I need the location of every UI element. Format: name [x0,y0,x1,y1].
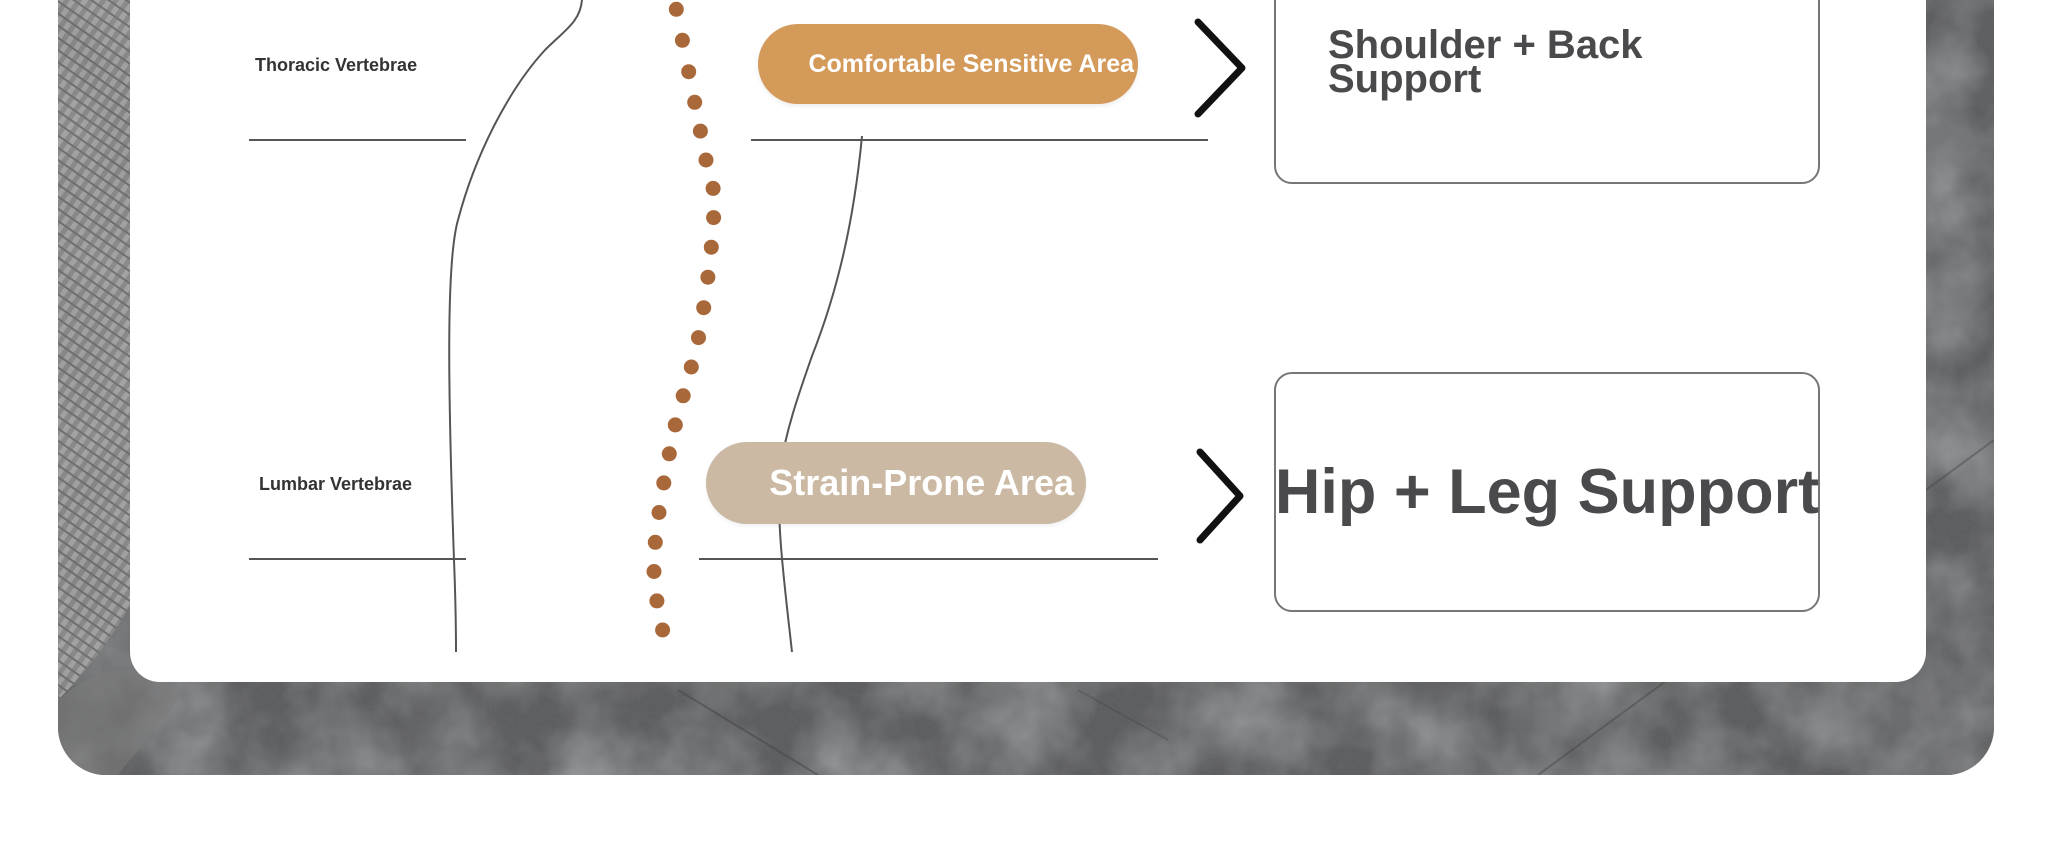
spine-dot [706,210,722,226]
chevron-right-icon [1196,448,1244,544]
spine-dot [656,475,672,491]
spine-dot [667,417,683,433]
strain-prone-area-text: Strain-Prone Area [769,462,1074,503]
spine-dot [646,564,662,579]
strain-prone-area-badge: Strain-Prone Area [706,442,1086,524]
spine-dot [700,269,716,285]
comfortable-sensitive-area-badge: Comfortable Sensitive Area [758,24,1138,104]
shoulder-back-support-text: Shoulder + Back Support [1328,23,1643,101]
spine-dot [668,1,684,17]
spine-dot [703,239,719,255]
spine-dot [674,32,690,48]
shoulder-back-support-box: Shoulder + Back Support [1274,0,1820,184]
front-outline [777,135,863,653]
spine-dot [683,359,699,375]
hip-leg-support-text: Hip + Leg Support [1274,457,1820,527]
spine-dot [687,94,703,110]
spine-dot [655,622,671,638]
spine-dot [675,388,691,404]
back-outline [448,0,583,653]
chevron-right-icon [1194,18,1246,118]
spine-dot [651,505,667,520]
spine-dot [705,180,721,196]
lumbar-vertebrae-label: Lumbar Vertebrae [259,474,413,494]
spine-dot [696,300,712,316]
thoracic-vertebrae-label: Thoracic Vertebrae [255,55,418,75]
spine-dot [649,593,665,609]
spine-dot [647,534,663,550]
hip-leg-support-box: Hip + Leg Support [1274,372,1820,612]
spine-dot [698,152,714,168]
spine-dot [681,64,697,80]
spine-dot [661,446,677,462]
spine-dot [692,123,708,139]
spine-dots [646,1,722,638]
spine-dot [691,330,706,346]
comfortable-sensitive-area-text: Comfortable Sensitive Area [808,49,1134,78]
